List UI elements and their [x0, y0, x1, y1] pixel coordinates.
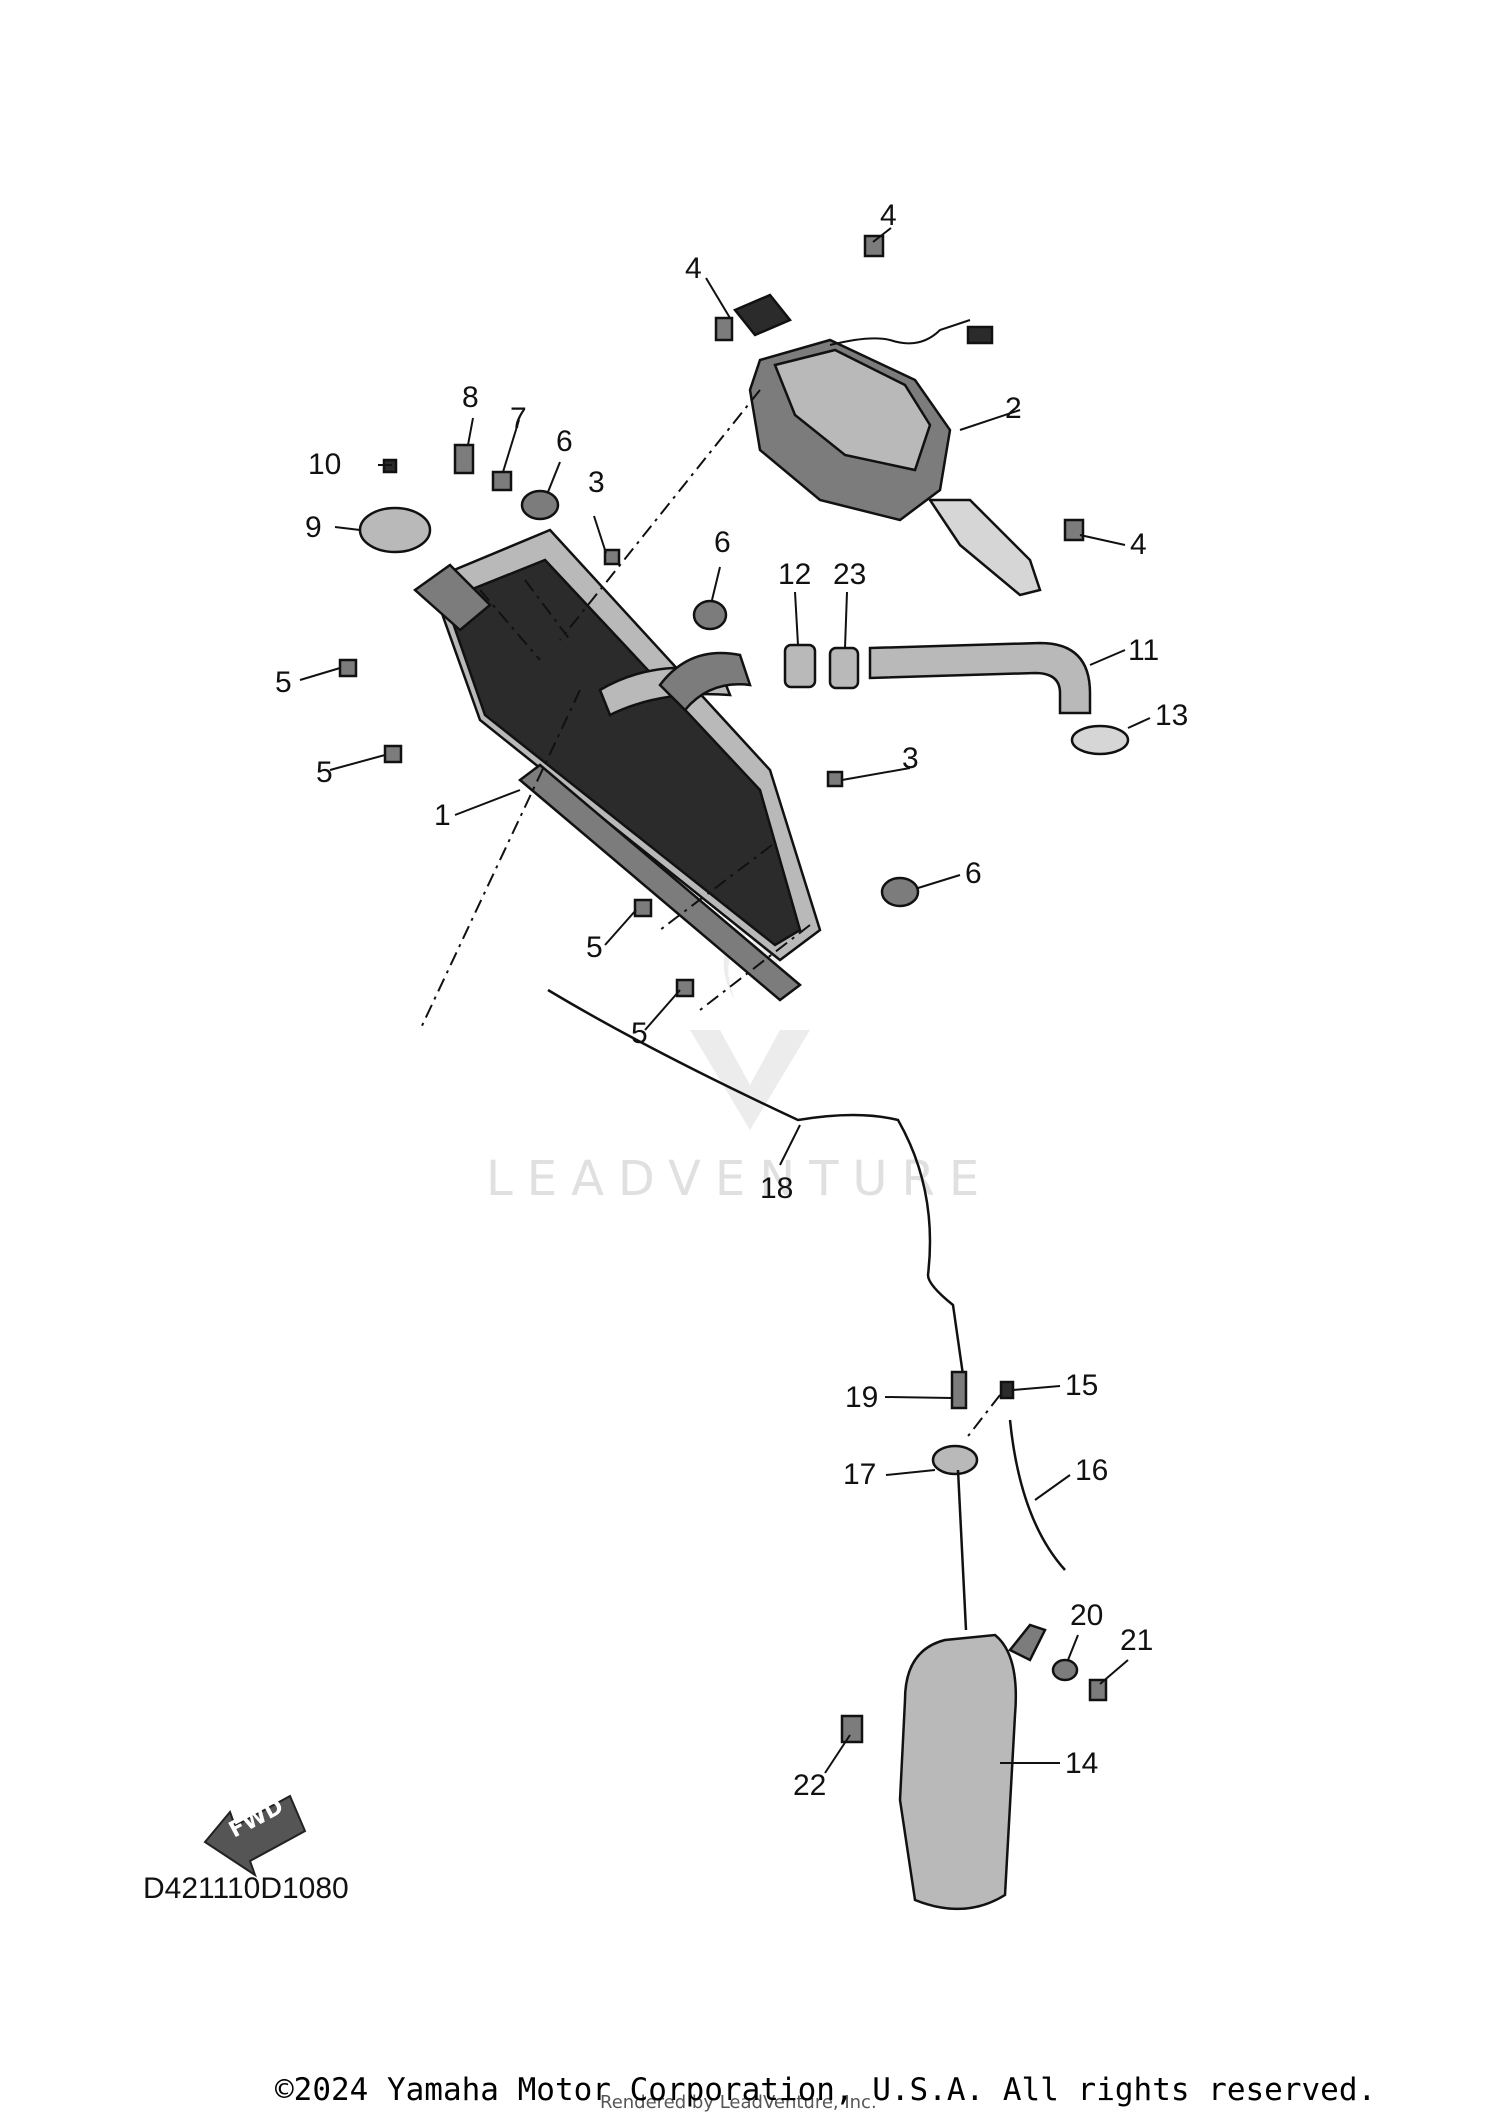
callout-4-top: 4 [880, 199, 897, 232]
part-5-nut-d [675, 978, 695, 998]
callout-9: 9 [305, 511, 322, 544]
part-12-clamp [783, 643, 817, 689]
callout-21: 21 [1120, 1624, 1153, 1657]
callouts: 4 4 2 4 8 7 6 10 9 3 6 12 23 11 13 5 5 1… [275, 199, 1188, 1802]
callout-12: 12 [778, 558, 811, 591]
callout-20: 20 [1070, 1599, 1103, 1632]
part-6-grommet-a [520, 489, 560, 521]
part-21-bolt [1088, 1678, 1108, 1702]
part-5-nut-a [338, 658, 358, 678]
part-17-pipe [956, 1469, 968, 1631]
part-9-cap [358, 506, 432, 554]
part-16-hose [1008, 1419, 1066, 1571]
leader-lines [299, 227, 1151, 1774]
part-6-grommet-b [692, 599, 728, 631]
callout-5-d: 5 [631, 1017, 648, 1050]
callout-1: 1 [434, 799, 451, 832]
part-11-hose [868, 641, 1092, 715]
part-2-cover [714, 234, 1085, 597]
callout-2: 2 [1005, 392, 1022, 425]
reservoir-assembly [840, 1370, 1108, 1911]
part-13-clamp [1070, 724, 1130, 756]
callout-8: 8 [462, 381, 479, 414]
callout-4-right: 4 [1130, 528, 1147, 561]
part-19-joint [950, 1370, 968, 1410]
callout-23: 23 [833, 558, 866, 591]
hose-assembly [658, 641, 1130, 756]
callout-17: 17 [843, 1458, 876, 1491]
callout-5-b: 5 [316, 756, 333, 789]
fwd-arrow-icon [203, 1794, 307, 1878]
part-17-clamp [931, 1444, 979, 1476]
part-15-clip [999, 1380, 1015, 1400]
part-6-grommet-c [880, 876, 920, 908]
callout-3-right: 3 [902, 742, 919, 775]
callout-15: 15 [1065, 1369, 1098, 1402]
reference-lines [419, 389, 1001, 1441]
callout-13: 13 [1155, 699, 1188, 732]
diagram-code: D421110D1080 [143, 1872, 349, 1905]
part-20-grommet [1051, 1658, 1079, 1682]
callout-7: 7 [510, 402, 527, 435]
part-5-nut-b [383, 744, 403, 764]
callout-6-mid: 6 [714, 526, 731, 559]
small-parts-upper [338, 443, 920, 998]
callout-5-c: 5 [586, 931, 603, 964]
copyright: ©2024 Yamaha Motor Corporation, U.S.A. A… [275, 2072, 1376, 2108]
part-7-collar [491, 470, 513, 492]
callout-14: 14 [1065, 1747, 1098, 1780]
callout-6-right: 6 [965, 857, 982, 890]
watermark: LEADVENTURE [486, 910, 993, 1207]
callout-19: 19 [845, 1381, 878, 1414]
part-5-nut-c [633, 898, 653, 918]
part-14-reservoir [898, 1633, 1018, 1911]
callout-16: 16 [1075, 1454, 1108, 1487]
part-3-collar-b [826, 770, 844, 788]
callout-10: 10 [308, 448, 341, 481]
callout-22: 22 [793, 1769, 826, 1802]
part-18-hose [547, 988, 965, 1376]
callout-6-top: 6 [556, 425, 573, 458]
watermark-text: LEADVENTURE [486, 1151, 993, 1207]
callout-18: 18 [760, 1172, 793, 1205]
part-23-clamp [828, 646, 860, 690]
callout-3-top: 3 [588, 466, 605, 499]
callout-4-left: 4 [685, 252, 702, 285]
part-3-collar-a [603, 548, 621, 566]
callout-11: 11 [1128, 634, 1159, 667]
part-22-collar [840, 1714, 864, 1744]
fwd-arrow: FWD [203, 1794, 307, 1878]
part-8-bolt [453, 443, 475, 475]
callout-5-a: 5 [275, 666, 292, 699]
rendered-by: Rendered by LeadVenture, Inc. [600, 2092, 877, 2113]
